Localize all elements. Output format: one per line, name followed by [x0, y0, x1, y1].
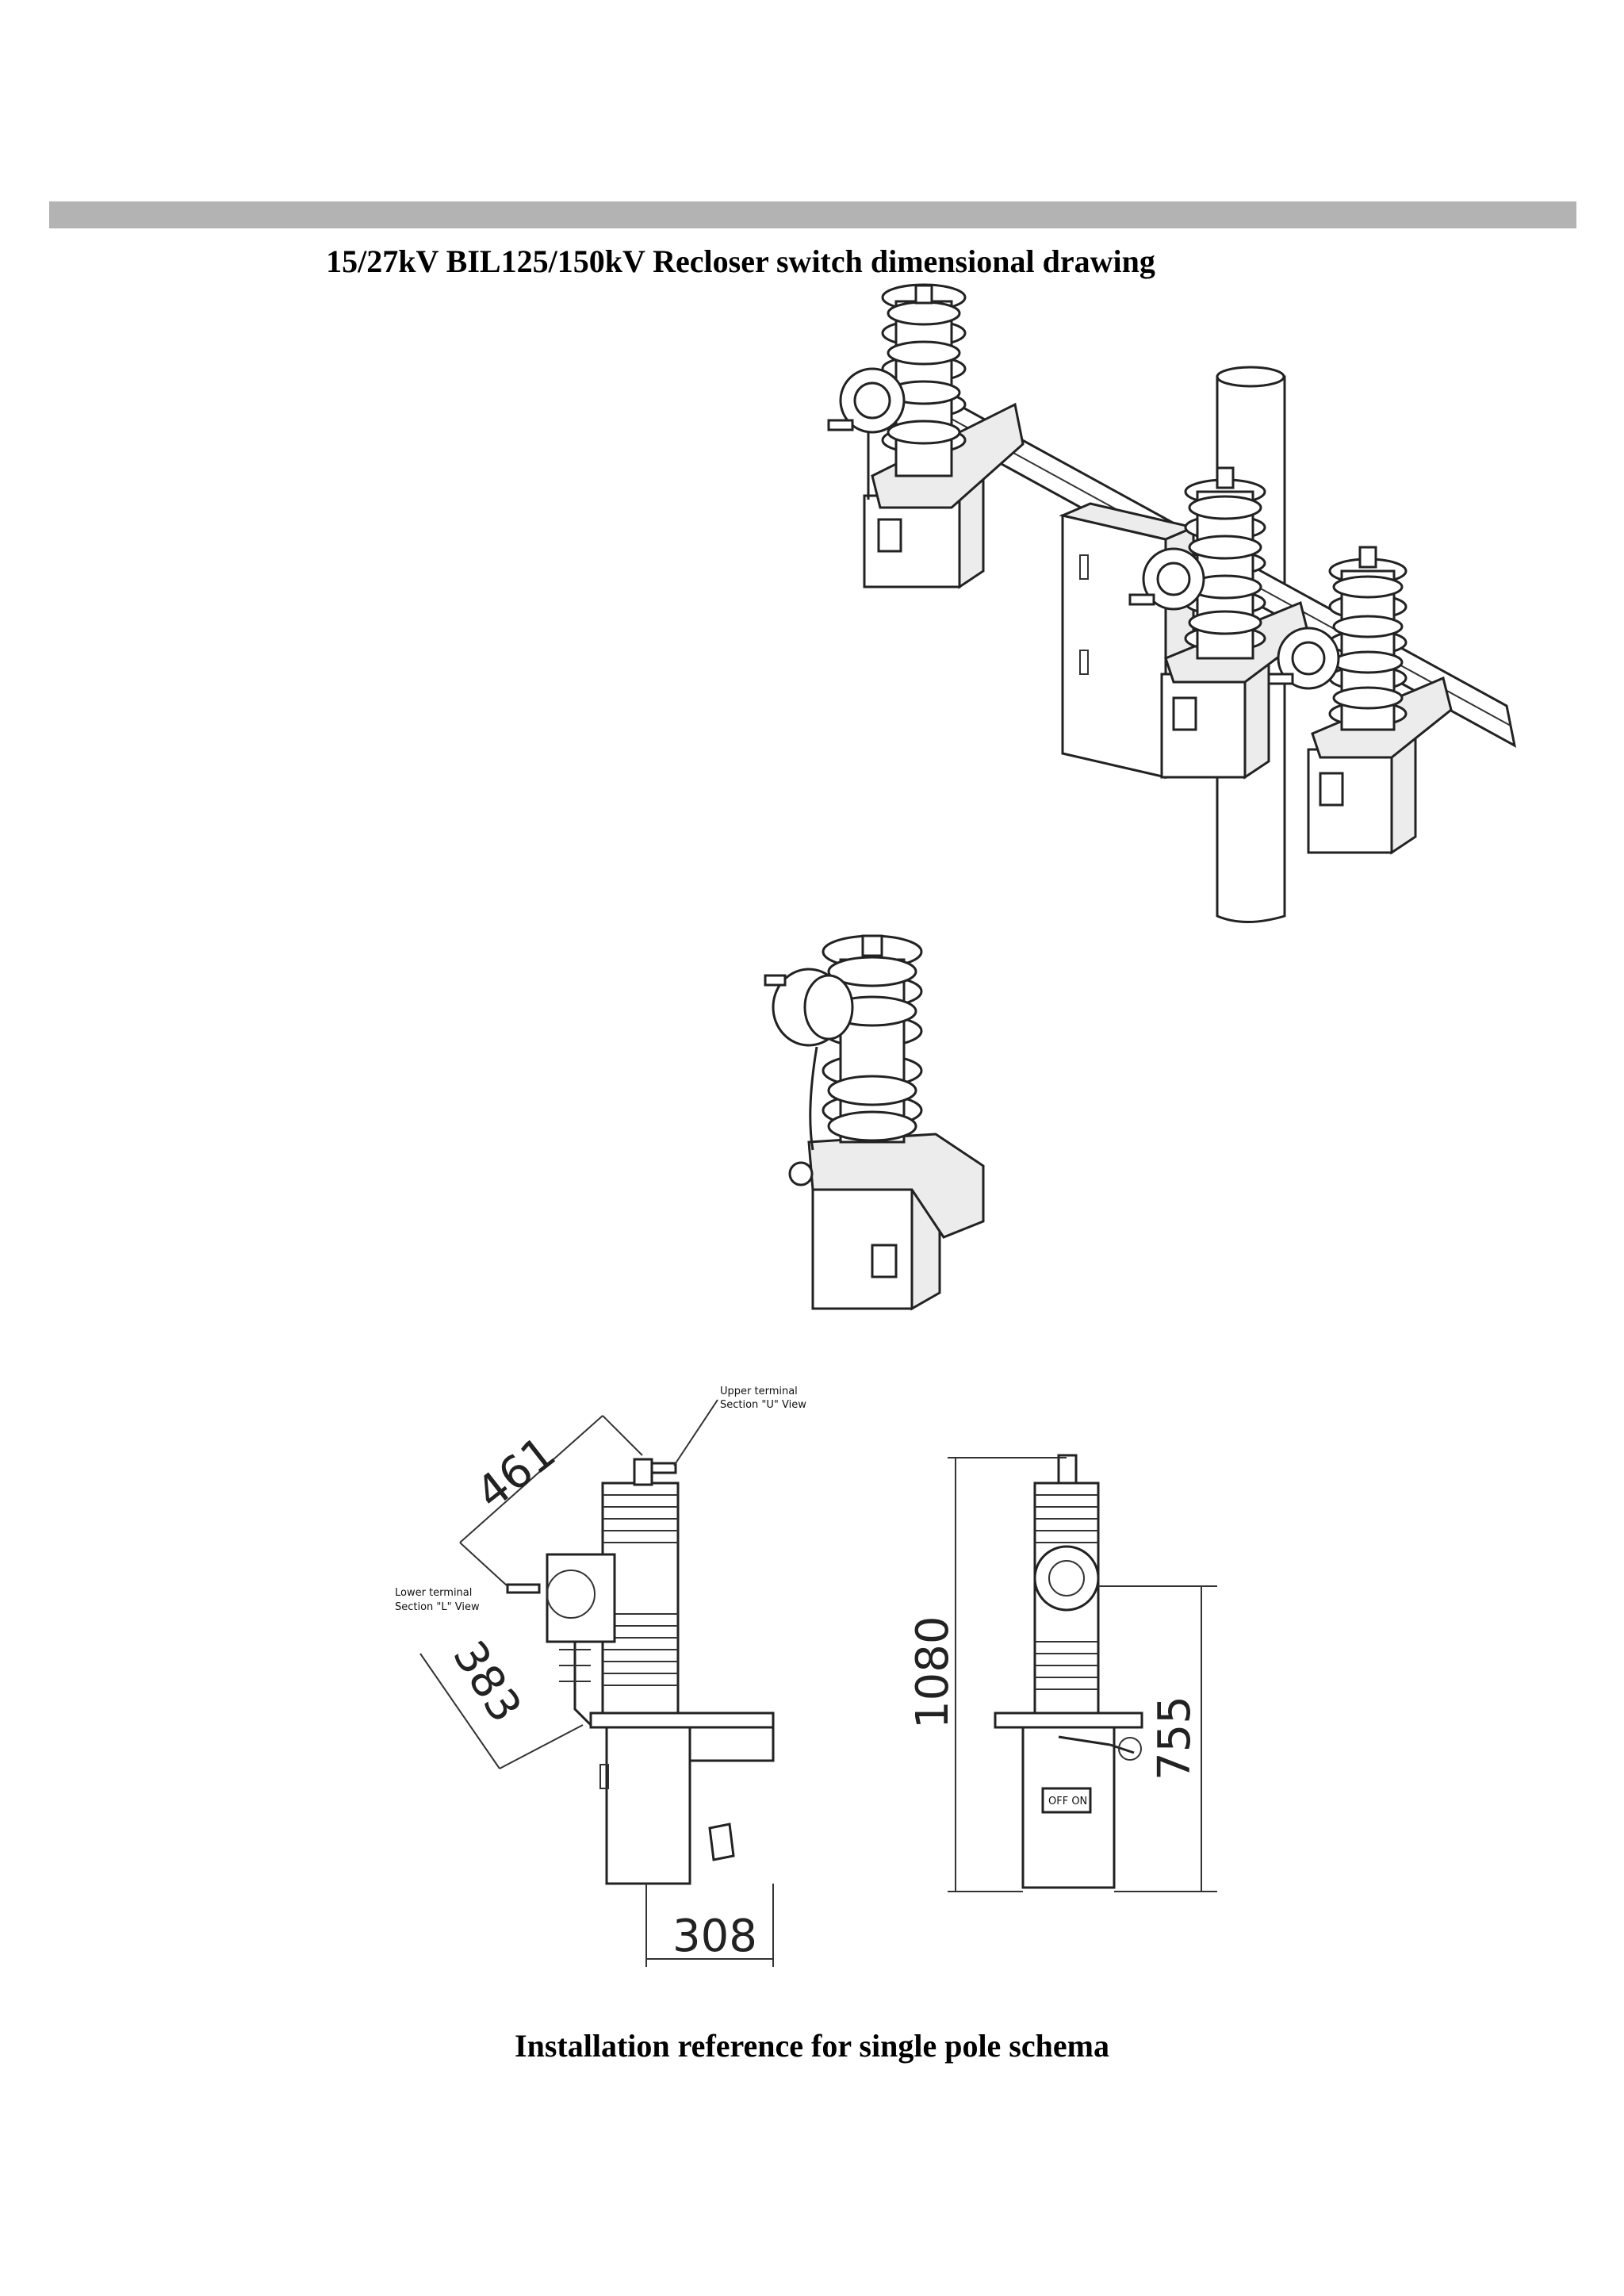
dim-base-width: 308 [672, 1911, 757, 1962]
three-phase-installation-illustration [827, 283, 1517, 923]
figure-caption: Installation reference for single pole s… [515, 2028, 1109, 2064]
lower-terminal-label: Lower terminal [395, 1587, 472, 1599]
page-title: 15/27kV BIL125/150kV Recloser switch dim… [326, 243, 1155, 279]
header-bar [49, 201, 1576, 228]
lower-terminal-sublabel: Section "L" View [395, 1601, 480, 1613]
dim-lower-diagonal: 383 [442, 1632, 531, 1731]
upper-terminal-sublabel: Section "U" View [720, 1399, 806, 1411]
front-view-dimension-drawing: OFF ON 1080 755 [907, 1454, 1217, 1892]
dim-total-height: 1080 [907, 1616, 959, 1729]
upper-terminal-label: Upper terminal [720, 1386, 798, 1397]
dim-terminal-height: 755 [1149, 1696, 1201, 1780]
off-on-panel-text: OFF ON [1048, 1796, 1087, 1807]
side-view-dimension-drawing: 461 383 308 Upper terminal Section "U" V… [395, 1386, 806, 1967]
single-pole-isometric-illustration [764, 934, 985, 1311]
dim-upper-diagonal: 461 [467, 1427, 565, 1520]
